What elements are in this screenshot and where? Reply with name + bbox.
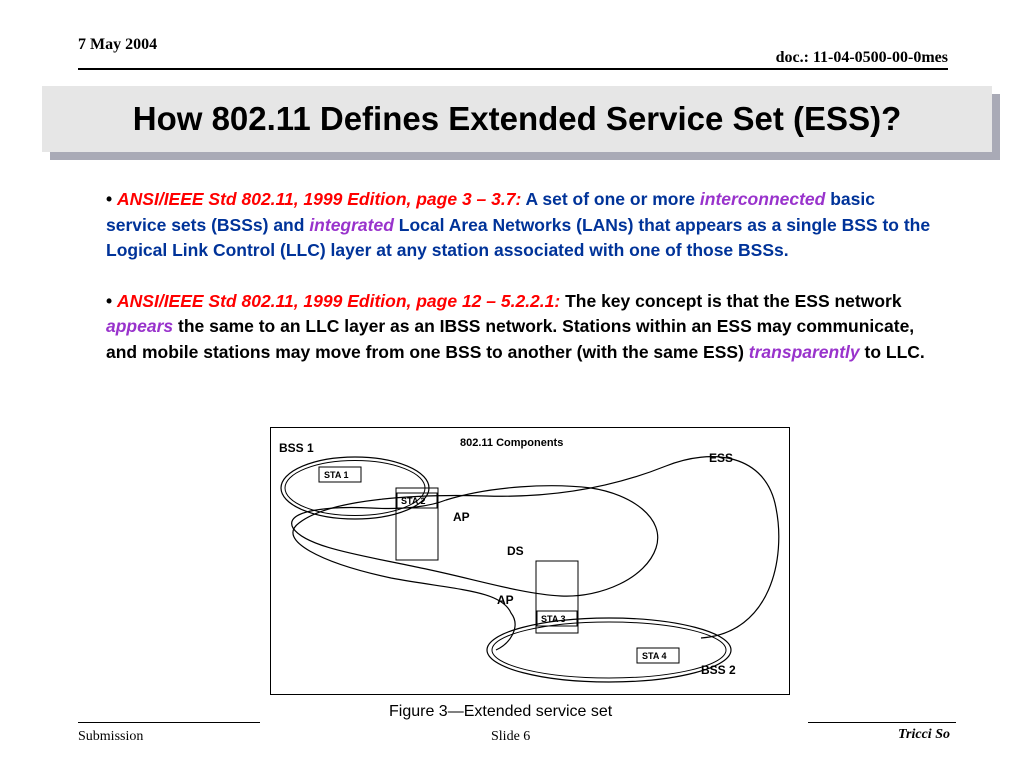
footer-slide-number: Slide 6: [491, 729, 531, 744]
sta4-box: [636, 647, 680, 664]
header-date: 7 May 2004: [78, 36, 158, 53]
bullet-2-text-b: the same to an LLC layer as an IBSS netw…: [106, 316, 915, 362]
sta3-box: [536, 610, 578, 627]
ess-diagram-svg: 802.11 Components BSS 1 ESS AP DS AP BSS…: [279, 437, 780, 683]
bullet-2: • ANSI/IEEE Std 802.11, 1999 Edition, pa…: [106, 289, 936, 366]
bullet-marker: •: [106, 189, 113, 209]
header-rule: [78, 68, 948, 70]
label-sta2: STA 2: [401, 496, 426, 506]
label-ds: DS: [507, 544, 524, 558]
ap-bottom-box: [535, 560, 579, 634]
ap-top-box: [395, 487, 439, 561]
sta2-box: [396, 492, 438, 509]
bullet-list: • ANSI/IEEE Std 802.11, 1999 Edition, pa…: [106, 187, 936, 365]
label-ap-top: AP: [453, 510, 470, 524]
sta1-box: [318, 466, 362, 483]
footer-rule-left: [78, 722, 260, 723]
bullet-marker: •: [106, 290, 113, 311]
slide-title: How 802.11 Defines Extended Service Set …: [132, 100, 902, 137]
figure-heading: 802.11 Components: [460, 437, 563, 449]
figure-caption: Figure 3—Extended service set: [389, 703, 613, 720]
title-box: How 802.11 Defines Extended Service Set …: [42, 86, 992, 152]
bullet-2-emphasis-b: transparently: [748, 341, 860, 362]
label-sta1: STA 1: [324, 470, 349, 480]
bullet-1-citation: ANSI/IEEE Std 802.11, 1999 Edition, page…: [117, 189, 522, 209]
bullet-1-text-a: A set of one or more: [525, 189, 696, 209]
bullet-1: • ANSI/IEEE Std 802.11, 1999 Edition, pa…: [106, 187, 936, 264]
bss2-ellipse: [486, 617, 732, 683]
ess-diagram: 802.11 Components BSS 1 ESS AP DS AP BSS…: [270, 427, 790, 695]
label-bss2: BSS 2: [701, 663, 736, 677]
footer-submission: Submission: [78, 729, 144, 744]
bullet-2-emphasis-a: appears: [106, 316, 174, 336]
footer-rule-right: [808, 722, 956, 723]
bullet-2-text-c: to LLC.: [864, 341, 925, 362]
bullet-1-emphasis-b: integrated: [309, 214, 394, 235]
bullet-2-text-a: The key concept is that the ESS network: [565, 290, 902, 311]
header-doc-id: doc.: 11-04-0500-00-0mes: [775, 49, 948, 66]
footer-author: Tricci So: [898, 727, 950, 742]
label-sta3: STA 3: [541, 614, 566, 624]
bullet-1-emphasis-a: interconnected: [699, 189, 826, 209]
bullet-2-citation: ANSI/IEEE Std 802.11, 1999 Edition, page…: [117, 290, 561, 311]
bullet-1-text-c: Local Area Networks (LANs) that appears …: [106, 214, 931, 261]
bss2-ellipse-inner: [491, 621, 727, 679]
bullet-1-text-b: basic service sets (BSSs) and: [106, 189, 875, 235]
ess-boundary: [292, 456, 780, 651]
ds-boundary: [291, 485, 659, 597]
label-ap-bottom: AP: [497, 593, 514, 607]
label-sta4: STA 4: [642, 651, 667, 661]
label-bss1: BSS 1: [279, 441, 314, 455]
label-ess: ESS: [709, 451, 733, 465]
